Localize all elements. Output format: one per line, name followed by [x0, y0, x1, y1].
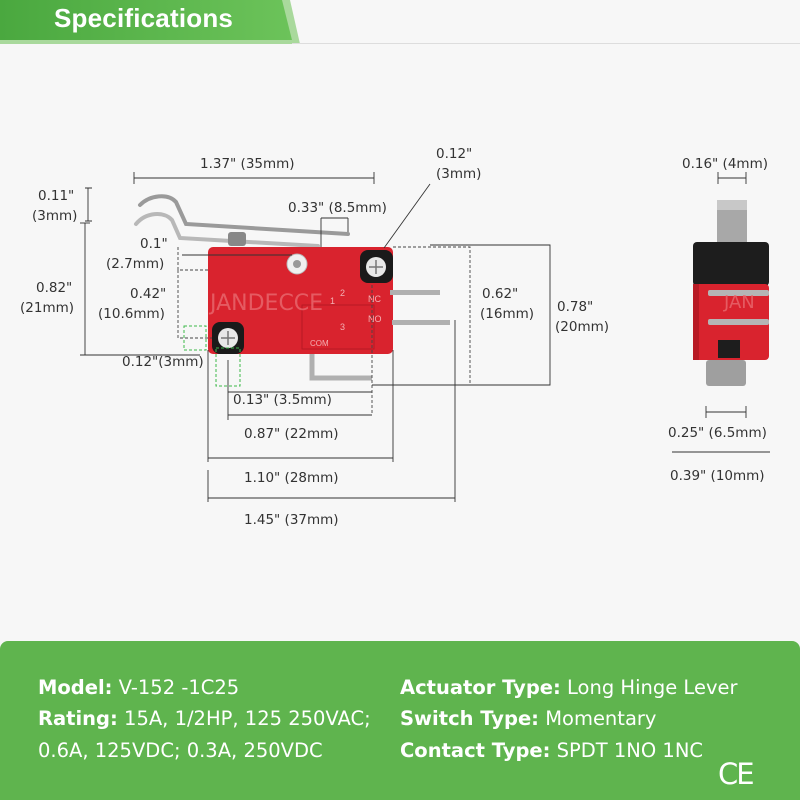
dim-hole-spacing-v-in: 0.42" [130, 286, 166, 302]
dim-body-length: 1.10" (28mm) [244, 470, 339, 486]
dim-hole-spacing-v-mm: (10.6mm) [98, 306, 165, 322]
dim-body-thickness: 0.25" (6.5mm) [668, 425, 767, 441]
dim-terminal-height-mm: (16mm) [480, 306, 534, 322]
dim-lever-top-mm: (3mm) [32, 208, 77, 224]
spec-contact-type: Contact Type: SPDT 1NO 1NC [400, 739, 703, 762]
contact-type-label: Contact Type: [400, 739, 551, 762]
dim-terminal-height-in: 0.62" [482, 286, 518, 302]
switch-type-label: Switch Type: [400, 707, 539, 730]
pin-label-2: 2 [340, 288, 345, 298]
dim-lever-top-in: 0.11" [38, 188, 74, 204]
rating-label: Rating: [38, 707, 118, 730]
dim-body-height-in: 0.82" [36, 280, 72, 296]
dim-width-overall: 1.37" (35mm) [200, 156, 295, 172]
dim-hole-spacing-h: 0.87" (22mm) [244, 426, 339, 442]
dim-button-height: 0.33" (8.5mm) [288, 200, 387, 216]
spec-rating: Rating: 15A, 1/2HP, 125 250VAC; [38, 707, 371, 730]
nc-label: NC [368, 294, 381, 304]
actuator-label: Actuator Type: [400, 676, 561, 699]
dim-body-height-mm: (21mm) [20, 300, 74, 316]
switch-front-view: JAN [693, 200, 769, 386]
dimension-diagram: JANDECCE 2 1 3 NC NO COM 1.37" (35mm) 0.… [20, 146, 770, 528]
rating-cont-value: 0.6A, 125VDC; 0.3A, 250VDC [38, 739, 323, 762]
actuator-value: Long Hinge Lever [567, 676, 738, 699]
ce-mark-icon: CE [718, 757, 755, 791]
dim-lever-width: 0.16" (4mm) [682, 156, 768, 172]
pin-label-3: 3 [340, 322, 345, 332]
spec-actuator: Actuator Type: Long Hinge Lever [400, 676, 738, 699]
model-label: Model: [38, 676, 113, 699]
dim-hole-dia-in: 0.12" [436, 146, 472, 162]
page-title: Specifications [54, 3, 234, 33]
dim-total-length: 1.45" (37mm) [244, 512, 339, 528]
model-value: V-152 -1C25 [118, 676, 240, 699]
switch-type-value: Momentary [545, 707, 657, 730]
no-label: NO [368, 314, 382, 324]
brand-watermark: JANDECCE [208, 291, 323, 316]
com-label: COM [310, 339, 329, 348]
brand-watermark-side: JAN [723, 292, 755, 313]
dim-total-thickness: 0.39" (10mm) [670, 468, 765, 484]
dim-hole-dia-mm: (3mm) [436, 166, 481, 182]
dim-hole-size: 0.12"(3mm) [122, 354, 204, 370]
rating-value: 15A, 1/2HP, 125 250VAC; [124, 707, 371, 730]
dim-hole-offset-mm: (2.7mm) [106, 256, 164, 272]
contact-type-value: SPDT 1NO 1NC [556, 739, 704, 762]
spec-model: Model: V-152 -1C25 [38, 676, 239, 699]
switch-side-view: JANDECCE 2 1 3 NC NO COM [134, 194, 450, 381]
spec-panel [0, 641, 800, 800]
dim-total-height-in: 0.78" [557, 299, 593, 315]
dim-hole-offset-in: 0.1" [140, 236, 168, 252]
pin-label-1: 1 [330, 296, 335, 306]
dim-hole-edge: 0.13" (3.5mm) [233, 392, 332, 408]
dim-total-height-mm: (20mm) [555, 319, 609, 335]
spec-rating-cont: 0.6A, 125VDC; 0.3A, 250VDC [38, 739, 323, 762]
spec-switch-type: Switch Type: Momentary [400, 707, 656, 730]
header-banner [0, 0, 800, 44]
